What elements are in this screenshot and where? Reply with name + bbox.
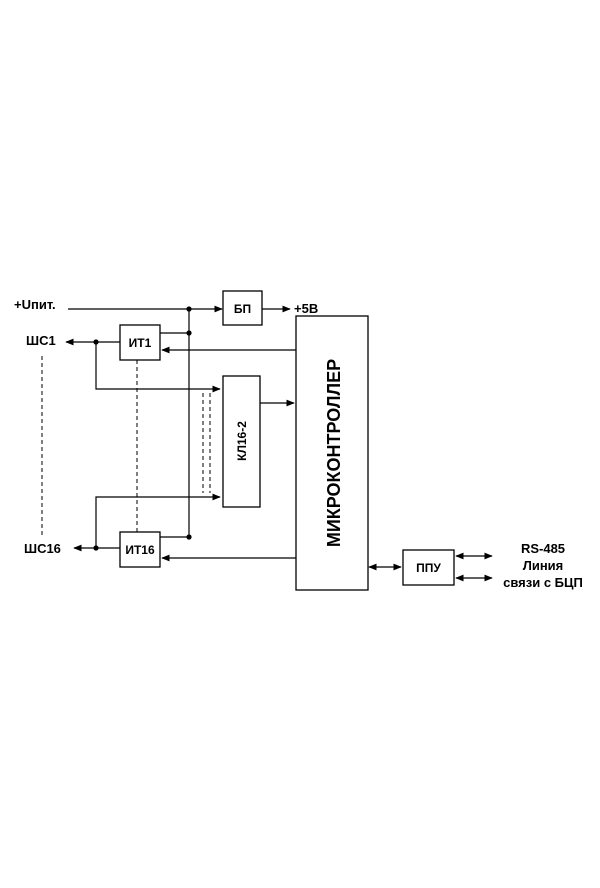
interface-standard-label: RS-485 — [521, 541, 565, 556]
microcontroller-label: МИКРОКОНТРОЛЛЕР — [324, 359, 344, 547]
loop-1-label: ШС1 — [26, 333, 56, 348]
loop-16-label: ШС16 — [24, 541, 61, 556]
microcontroller-block — [295, 315, 369, 591]
power-supply-label: БП — [234, 302, 251, 316]
transceiver-block — [402, 549, 455, 586]
switch-label: КЛ16-2 — [235, 421, 249, 461]
loop-16-to-switch-wire — [95, 493, 221, 548]
loop-1-to-switch-wire — [95, 342, 221, 393]
interface-link-label: связи с БЦП — [503, 575, 583, 590]
power-input-label: +Uпит. — [14, 297, 56, 312]
current-source-16-label: ИТ16 — [125, 543, 155, 557]
transceiver-label: ППУ — [416, 561, 441, 575]
switch-block — [222, 375, 261, 508]
current-source-1-label: ИТ1 — [129, 336, 152, 350]
current-source-16-block — [119, 531, 161, 568]
power-supply-block — [222, 290, 263, 326]
power-output-label: +5В — [294, 301, 318, 316]
interface-line-label: Линия — [523, 558, 564, 573]
